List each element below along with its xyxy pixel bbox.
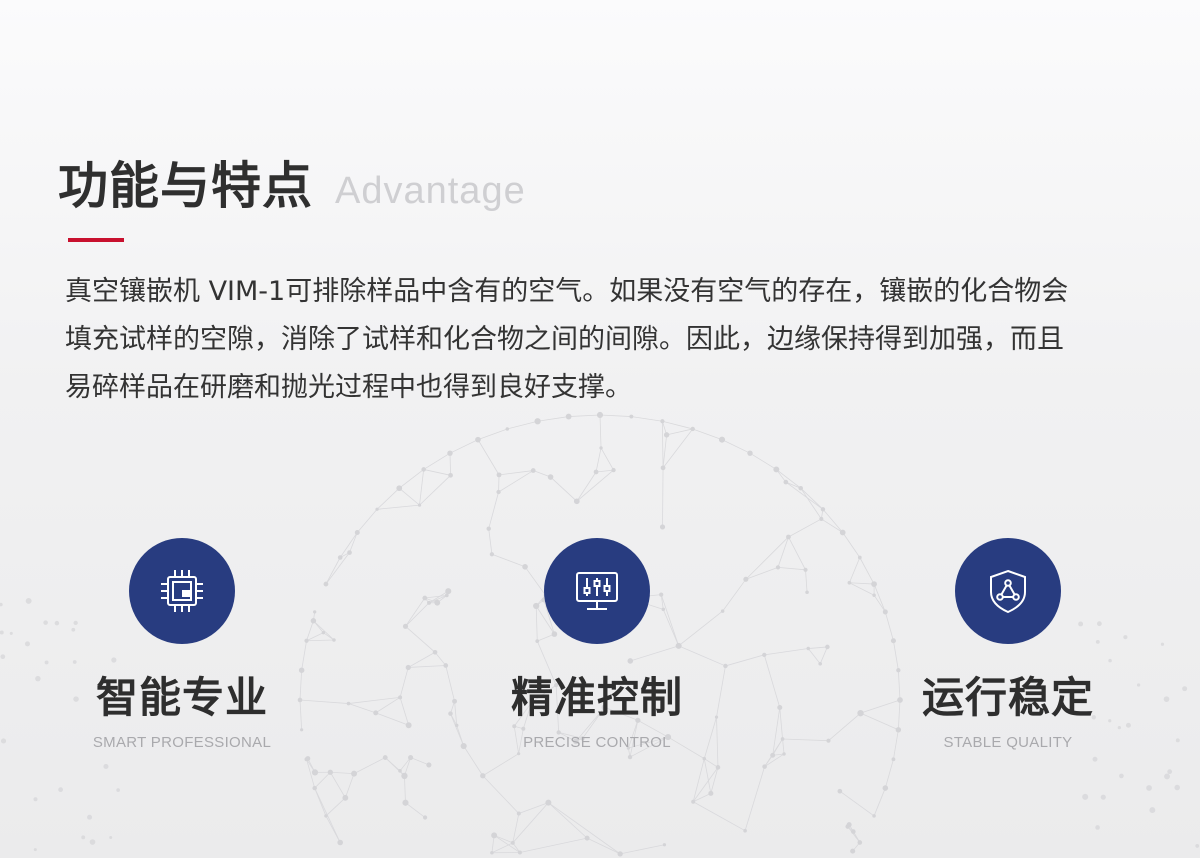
feature-icon-circle [129,538,235,644]
feature-name: 运行稳定 [921,673,1094,722]
feature-subtitle: STABLE QUALITY [943,734,1073,751]
monitor-sliders-icon [576,572,618,610]
section-title-en: Advantage [335,170,526,212]
title-accent-bar [68,238,124,242]
feature-name: 智能专业 [95,673,268,722]
feature-icon-circle [955,538,1061,644]
feature-name: 精准控制 [510,673,683,722]
chip-icon [161,570,203,612]
feature-icon-circle [544,538,650,644]
feature-smart-professional: 智能专业 SMART PROFESSIONAL [52,538,312,751]
feature-stable-quality: 运行稳定 STABLE QUALITY [878,538,1138,751]
feature-precise-control: 精准控制 PRECISE CONTROL [467,538,727,751]
shield-triangle-icon [990,569,1026,614]
section-title: 功能与特点 [58,157,313,215]
section-heading: 功能与特点 Advantage [58,146,526,218]
feature-subtitle: SMART PROFESSIONAL [92,734,272,751]
intro-paragraph: 真空镶嵌机 VIM-1可排除样品中含有的空气。如果没有空气的存在，镶嵌的化合物会… [65,276,1069,403]
feature-subtitle: PRECISE CONTROL [523,734,671,751]
